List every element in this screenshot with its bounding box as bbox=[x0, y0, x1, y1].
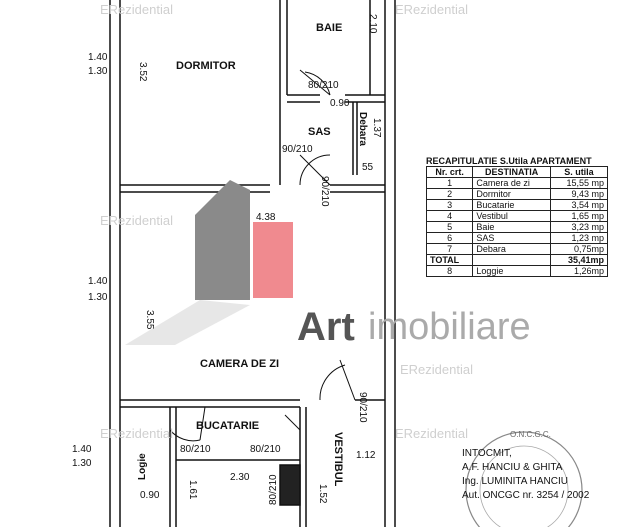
cell-nr: 3 bbox=[425, 199, 474, 211]
room-vestibul: VESTIBUL bbox=[332, 432, 344, 487]
watermark: ERezidential bbox=[100, 213, 173, 228]
table-total-row: TOTAL 35,41mp bbox=[425, 254, 609, 266]
cell-suprafata: 1,26mp bbox=[549, 265, 609, 277]
cell-suprafata: 1,65 mp bbox=[549, 210, 609, 222]
door-label: 90/210 bbox=[319, 176, 330, 207]
header-suprafata: S. utila bbox=[549, 166, 609, 178]
total-value: 35,41mp bbox=[549, 254, 609, 266]
dimension: 4.38 bbox=[256, 212, 276, 223]
logo-brand: Art bbox=[297, 305, 355, 349]
watermark: ERezidential bbox=[395, 426, 468, 441]
dimension: 55 bbox=[362, 162, 374, 173]
cell-nr: 4 bbox=[425, 210, 474, 222]
cell-nr: 1 bbox=[425, 177, 474, 189]
stamp-line: A.F. HANCIU & GHITA bbox=[462, 462, 563, 473]
dimension: 1.30 bbox=[88, 66, 108, 77]
logo-grey-shape bbox=[195, 180, 250, 300]
table-header: Nr. crt. DESTINATIA S. utila bbox=[425, 166, 609, 178]
total-label: TOTAL bbox=[425, 254, 474, 266]
cell-nr: 6 bbox=[425, 232, 474, 244]
dimension: 1.40 bbox=[88, 276, 108, 287]
door-label: 90/210 bbox=[282, 144, 313, 155]
author-stamp: O.N.C.G.C. INTOCMIT, A.F. HANCIU & GHITA… bbox=[462, 428, 602, 527]
seal-text: O.N.C.G.C. bbox=[510, 430, 551, 439]
dimension: 1.12 bbox=[356, 450, 376, 461]
dimension: 1.40 bbox=[72, 444, 92, 455]
dimension: 3.52 bbox=[137, 62, 148, 82]
stamp-line: INTOCMIT, bbox=[462, 448, 512, 459]
room-baie: BAIE bbox=[316, 22, 343, 34]
logo-pink-shape bbox=[253, 222, 293, 298]
stamp-line: Ing. LUMINITA HANCIU bbox=[462, 476, 568, 487]
cell-destinatia: Vestibul bbox=[472, 210, 551, 222]
cell-nr: 2 bbox=[425, 188, 474, 200]
door-label: 80/210 bbox=[268, 474, 279, 505]
cell-destinatia: Debara bbox=[472, 243, 551, 255]
header-nr: Nr. crt. bbox=[425, 166, 474, 178]
dimension: 1.52 bbox=[317, 484, 328, 504]
dimension: 1.30 bbox=[72, 458, 92, 469]
cell-destinatia: Loggie bbox=[472, 265, 551, 277]
door-label: 80/210 bbox=[180, 444, 211, 455]
watermark: ERezidential bbox=[395, 2, 468, 17]
cell-nr: 5 bbox=[425, 221, 474, 233]
logo-suffix: imobiliare bbox=[368, 306, 531, 348]
cell-destinatia: Dormitor bbox=[472, 188, 551, 200]
cell-destinatia: SAS bbox=[472, 232, 551, 244]
dimension: 1.61 bbox=[187, 480, 198, 500]
dimension: 3.55 bbox=[144, 310, 155, 330]
table-row: 8 Loggie 1,26mp bbox=[425, 265, 609, 277]
room-camera-de-zi: CAMERA DE ZI bbox=[200, 358, 280, 370]
watermark: ERezidential bbox=[100, 2, 173, 17]
area-summary-table: RECAPITULATIE S.Utila APARTAMENT Nr. crt… bbox=[425, 156, 609, 277]
cell-suprafata: 15,55 mp bbox=[549, 177, 609, 189]
watermark: ERezidential bbox=[400, 362, 473, 377]
cell-suprafata: 1,23 mp bbox=[549, 232, 609, 244]
seal-icon bbox=[465, 431, 583, 527]
watermark: ERezidential bbox=[100, 426, 173, 441]
dimension: 2.10 bbox=[367, 14, 378, 34]
room-dormitor: DORMITOR bbox=[176, 60, 236, 72]
stamp-line: Aut. ONCGC nr. 3254 / 2002 bbox=[462, 490, 590, 501]
cell-suprafata: 3,54 mp bbox=[549, 199, 609, 211]
header-destinatia: DESTINATIA bbox=[472, 166, 551, 178]
cell-destinatia: Camera de zi bbox=[472, 177, 551, 189]
dimension: 1.37 bbox=[371, 118, 382, 138]
dimension: 1.40 bbox=[88, 52, 108, 63]
dimension: 0.90 bbox=[330, 98, 350, 109]
door-label: 80/210 bbox=[250, 444, 281, 455]
door-label: 80/210 bbox=[308, 80, 339, 91]
table-title: RECAPITULATIE S.Utila APARTAMENT bbox=[426, 156, 592, 166]
dimension: 0.90 bbox=[140, 490, 160, 501]
cell-suprafata: 3,23 mp bbox=[549, 221, 609, 233]
cell-destinatia: Bucatarie bbox=[472, 199, 551, 211]
room-logie: Logie bbox=[137, 453, 148, 480]
cell-suprafata: 9,43 mp bbox=[549, 188, 609, 200]
door-label: 90/210 bbox=[357, 392, 368, 423]
cell-destinatia: Baie bbox=[472, 221, 551, 233]
cell-suprafata: 0,75mp bbox=[549, 243, 609, 255]
cell-nr: 7 bbox=[425, 243, 474, 255]
room-debara: Debara bbox=[357, 112, 368, 146]
dimension: 2.30 bbox=[230, 472, 250, 483]
room-bucatarie: BUCATARIE bbox=[196, 420, 260, 432]
cell-nr: 8 bbox=[425, 265, 474, 277]
room-sas: SAS bbox=[308, 126, 331, 138]
dimension: 1.30 bbox=[88, 292, 108, 303]
